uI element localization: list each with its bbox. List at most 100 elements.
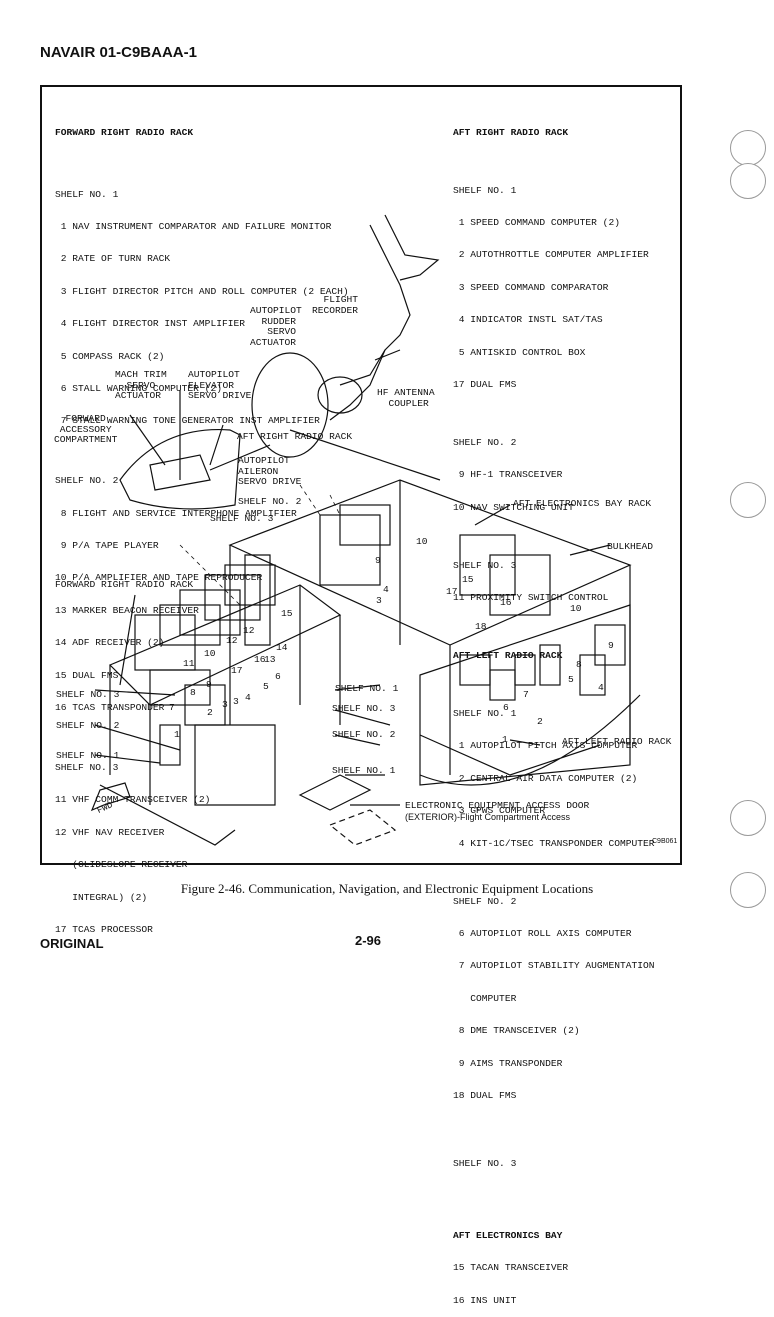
list-item: 1 AUTOPILOT PITCH AXIS COMPUTER (453, 740, 638, 752)
list-forward-right-radio-rack: FORWARD RIGHT RADIO RACK SHELF NO. 1 1 N… (55, 106, 349, 947)
figure-frame (40, 85, 682, 865)
box-number: 11 (183, 658, 195, 669)
shelf-label: SHELF NO. 3 (453, 559, 517, 571)
shelf-label: SHELF NO. 3 (453, 1157, 517, 1169)
list-title: AFT RIGHT RADIO RACK (453, 126, 569, 138)
callout-mid-shelf-3: SHELF NO. 3 (332, 703, 396, 714)
box-number: 15 (281, 608, 293, 619)
box-number: 12 (243, 625, 255, 636)
box-number: 10 (204, 648, 216, 659)
figure-caption: Figure 2-46. Communication, Navigation, … (180, 881, 594, 896)
box-number: 9 (206, 679, 212, 690)
callout-shelf-2: SHELF NO. 2 (238, 496, 302, 507)
equipment-drawing (90, 214, 641, 846)
list-item: 8 DME TRANSCEIVER (2) (453, 1025, 580, 1037)
punch-hole (730, 163, 766, 199)
shelf-label: SHELF NO. 2 (453, 895, 517, 907)
callout-forward-right-radio-rack: FORWARD RIGHT RADIO RACK (55, 579, 194, 590)
callout-aft-electronics-bay-rack: AFT ELECTRONICS BAY RACK (513, 498, 652, 509)
box-number: 14 (276, 642, 288, 653)
box-number: 9 (375, 555, 381, 566)
box-number: 16 (254, 654, 266, 665)
list-item: 10 P/A AMPLIFIER AND TAPE REPRODUCER (55, 572, 263, 584)
list-item: (GLIDESLOPE RECEIVER (55, 859, 188, 871)
box-number: 3 (222, 699, 228, 710)
list-aft-radio-racks: AFT RIGHT RADIO RACK SHELF NO. 1 1 SPEED… (453, 106, 655, 1317)
shelf-label: SHELF NO. 1 (453, 184, 517, 196)
box-number: 18 (475, 621, 487, 632)
list-item: 5 COMPASS RACK (2) (55, 350, 165, 362)
callout-mach-trim: MACH TRIM SERVO ACTUATOR (115, 369, 167, 402)
list-item: 7 AUTOPILOT STABILITY AUGMENTATION (453, 960, 655, 972)
shelf-label: SHELF NO. 2 (453, 436, 517, 448)
box-number: 6 (275, 671, 281, 682)
list-item: 1 NAV INSTRUMENT COMPARATOR AND FAILURE … (55, 220, 332, 232)
box-number: 3 (233, 696, 239, 707)
box-number: 9 (608, 640, 614, 651)
callout-autopilot-aileron: AUTOPILOT AILERON SERVO DRIVE (238, 455, 302, 488)
list-item: 4 KIT-1C/TSEC TRANSPONDER COMPUTER (453, 837, 655, 849)
list-item: 6 STALL WARNING COMPUTER (2) (55, 382, 222, 394)
box-number: 8 (190, 687, 196, 698)
page-number: 2-96 (355, 933, 382, 948)
box-number: 4 (383, 584, 389, 595)
box-number: 16 (500, 597, 512, 608)
list-item: 6 AUTOPILOT ROLL AXIS COMPUTER (453, 927, 632, 939)
box-number: 5 (568, 674, 574, 685)
callout-aft-right-radio-rack: AFT RIGHT RADIO RACK (237, 431, 353, 442)
list-item: 15 TACAN TRANSCEIVER (453, 1262, 569, 1274)
list-item: 9 HF-1 TRANSCEIVER (453, 469, 563, 481)
callout-autopilot-elevator: AUTOPILOT ELEVATOR SERVO DRIVE (188, 369, 252, 402)
list-item: 2 RATE OF TURN RACK (55, 253, 171, 265)
box-number: 17 (446, 586, 458, 597)
box-number: 1 (502, 734, 508, 745)
box-number: 3 (376, 595, 382, 606)
list-item: 16 INS UNIT (453, 1294, 517, 1306)
list-item: 16 TCAS TRANSPONDER (55, 702, 165, 714)
callout-left-shelf-1: SHELF NO. 1 (56, 750, 120, 761)
punch-hole (730, 130, 766, 166)
shelf-label: SHELF NO. 2 (55, 475, 119, 487)
callout-flight-recorder: FLIGHT RECORDER (312, 294, 359, 316)
box-number: 13 (264, 654, 276, 665)
callout-left-shelf-2: SHELF NO. 2 (56, 720, 120, 731)
punch-hole (730, 872, 766, 908)
box-number: 7 (169, 702, 175, 713)
list-item: 15 DUAL FMS (55, 669, 119, 681)
figure-id: C9B061 (652, 838, 678, 845)
list-item: 7 STALL WARNING TONE GENERATOR INST AMPL… (55, 415, 320, 427)
list-item: 17 TCAS PROCESSOR (55, 923, 153, 935)
list-title: AFT ELECTRONICS BAY (453, 1229, 563, 1241)
shelf-label: SHELF NO. 1 (55, 188, 119, 200)
list-item: 11 PROXIMITY SWITCH CONTROL (453, 592, 609, 604)
box-number: 6 (503, 702, 509, 713)
box-number: 17 (231, 665, 243, 676)
callout-hf-antenna-coupler: HF ANTENNA COUPLER (377, 387, 435, 409)
shelf-label: SHELF NO. 1 (453, 708, 517, 720)
box-number: 15 (462, 574, 474, 585)
box-number: 7 (523, 689, 529, 700)
box-number: 12 (226, 635, 238, 646)
list-item: 2 CENTRAL AIR DATA COMPUTER (2) (453, 772, 638, 784)
box-number: 2 (207, 707, 213, 718)
callout-access-door: ELECTRONIC EQUIPMENT ACCESS DOOR (405, 800, 590, 811)
box-number: 2 (537, 716, 543, 727)
list-item: 4 FLIGHT DIRECTOR INST AMPLIFIER (55, 318, 245, 330)
list-item: 12 VHF NAV RECEIVER (55, 826, 165, 838)
list-item: 10 NAV SWITCHING UNIT (453, 501, 574, 513)
list-item: 2 AUTOTHROTTLE COMPUTER AMPLIFIER (453, 249, 649, 261)
box-number: 5 (263, 681, 269, 692)
list-item: 18 DUAL FMS (453, 1089, 517, 1101)
list-item: 4 INDICATOR INSTL SAT/TAS (453, 314, 603, 326)
box-number: 8 (576, 659, 582, 670)
punch-hole (730, 482, 766, 518)
list-item: 3 FLIGHT DIRECTOR PITCH AND ROLL COMPUTE… (55, 285, 349, 297)
callout-bulkhead: BULKHEAD (607, 541, 654, 552)
list-item: 11 VHF COMM TRANSCEIVER (2) (55, 794, 211, 806)
list-item: INTEGRAL) (2) (55, 891, 148, 903)
list-item: 9 AIMS TRANSPONDER (453, 1057, 563, 1069)
list-item: 9 P/A TAPE PLAYER (55, 540, 159, 552)
list-item: COMPUTER (453, 992, 517, 1004)
punch-hole (730, 800, 766, 836)
callout-mid-shelf-2: SHELF NO. 2 (332, 729, 396, 740)
